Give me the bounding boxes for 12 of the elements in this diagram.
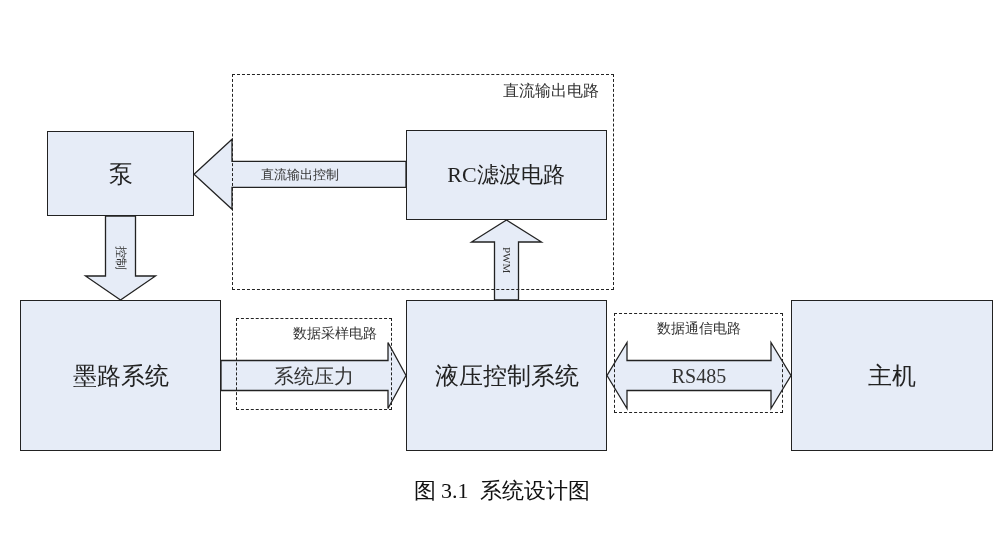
block-box: 泵 [47,131,194,216]
block-box: 液压控制系统 [406,300,607,451]
group-heading: 数据通信电路 [655,322,742,336]
block-box: RC滤波电路 [405,129,607,220]
block-box: 主机 [791,300,993,451]
block-box: 墨路系统 [20,300,221,451]
edge-label: PWM [501,246,512,274]
block-arrow [193,137,407,211]
dashed-group-box [232,74,614,290]
figure-caption: 图 3.1 系统设计图 [412,477,591,505]
group-heading: 直流输出电路 [503,83,599,99]
group-heading: 数据采样电路 [293,327,377,341]
